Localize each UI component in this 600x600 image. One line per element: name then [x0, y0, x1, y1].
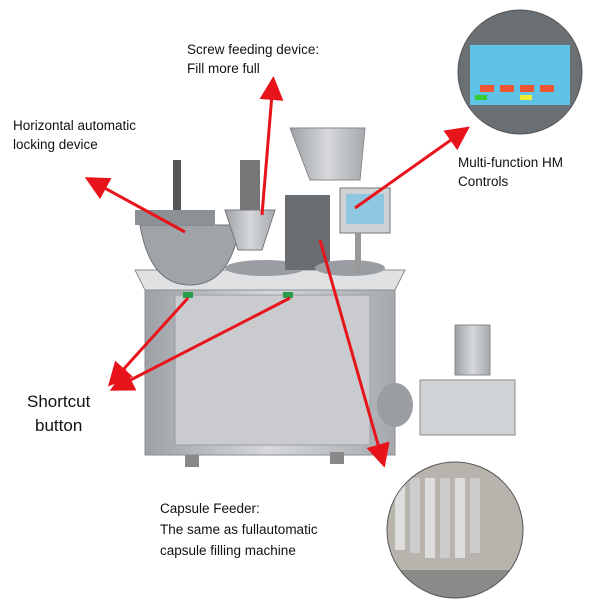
label-line: button [35, 416, 83, 435]
hmi-closeup [458, 10, 582, 134]
label-screw: Screw feeding device: Fill more full [187, 40, 319, 78]
label-line: Horizontal automatic [13, 118, 137, 133]
arrow-horizontal [84, 177, 186, 234]
label-line: Fill more full [187, 61, 260, 76]
label-hmi: Multi-function HM Controls [458, 153, 563, 191]
label-line: locking device [13, 137, 98, 152]
arrow-screw [259, 76, 284, 216]
vacuum-pump [377, 324, 516, 436]
arrow-hmi [354, 126, 470, 210]
arrow-feeder [318, 239, 390, 468]
annotation-arrows [84, 76, 470, 468]
label-feeder: Capsule Feeder: The same as fullautomati… [160, 498, 318, 561]
label-line: Shortcut [27, 392, 91, 411]
label-shortcut: Shortcut button [27, 390, 90, 438]
label-line: Controls [458, 174, 509, 189]
machine-cabinet [134, 269, 406, 467]
label-line: Capsule Feeder: [160, 501, 260, 516]
label-horizontal: Horizontal automatic locking device [13, 116, 136, 154]
screw-feeder [224, 127, 385, 276]
arrow-shortcut-2 [109, 296, 291, 391]
label-line: capsule filling machine [160, 543, 296, 558]
hmi-panel [339, 187, 391, 273]
label-line: Screw feeding device: [187, 42, 320, 57]
label-line: The same as fullautomatic [160, 522, 318, 537]
locking-device [135, 160, 241, 286]
arrow-shortcut-1 [107, 296, 190, 387]
feeder-closeup [387, 462, 523, 598]
label-line: Multi-function HM [458, 155, 564, 170]
